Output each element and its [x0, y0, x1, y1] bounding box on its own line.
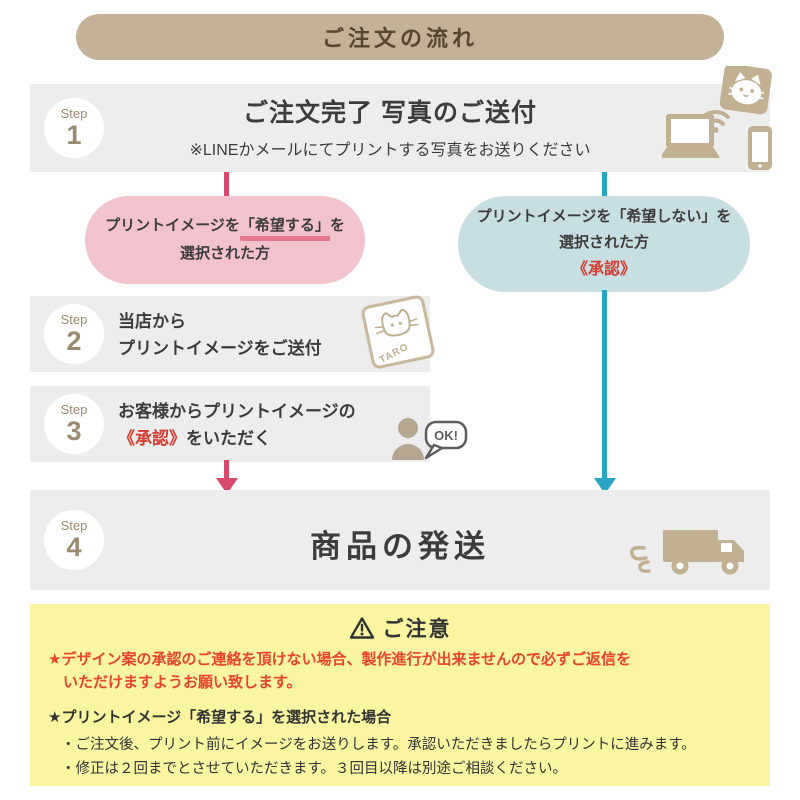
step3-line1: お客様からプリントイメージの	[118, 402, 356, 421]
ok-speech-bubble-icon: OK!	[424, 420, 468, 460]
step3-number: 3	[66, 415, 82, 446]
caution-red-line2: いただけますようお願い致します。	[63, 674, 302, 692]
step2-text: 当店から プリントイメージをご送付	[118, 308, 322, 362]
step4-box	[30, 490, 770, 590]
caution-case-block: ★プリントイメージ「希望する」を選択された場合 ・ご注文後、プリント前にイメージ…	[48, 705, 754, 782]
branch-right-line1: プリントイメージを「希望しない」を	[476, 207, 732, 225]
devices-icon	[662, 66, 772, 170]
step3-line2: 《承認》をいただく	[118, 425, 356, 452]
branch-right-line2: 選択された方	[558, 234, 649, 251]
caution-title: ご注意	[382, 618, 452, 641]
step1-text: ご注文完了 写真のご送付 ※LINEかメールにてプリントする写真をお送りください	[110, 93, 670, 160]
branch-right-bubble: プリントイメージを「希望しない」を 選択された方 《承認》	[458, 196, 750, 292]
person-icon	[392, 418, 424, 460]
step2-line1: 当店から	[118, 312, 186, 331]
step3-circle: Step 3	[44, 394, 104, 454]
step1-circle: Step 1	[44, 98, 104, 158]
step2-line2: プリントイメージをご送付	[118, 339, 322, 359]
branch-left-bubble: プリントイメージを「希望する」を 選択された方	[85, 196, 365, 284]
caution-red-line1: ★デザイン案の承認のご連絡を頂けない場合、製作進行が出来ませんので必ずご返信を	[48, 651, 632, 668]
cat-face-icon	[374, 308, 419, 337]
step3-line2-rest: をいただく	[186, 429, 271, 449]
flow-line-red-top	[224, 172, 229, 198]
step1-title: ご注文完了 写真のご送付	[243, 99, 537, 127]
step3-text: お客様からプリントイメージの 《承認》をいただく	[118, 398, 356, 452]
branch-left-line1-post: を	[329, 217, 345, 234]
ok-bubble-label: OK!	[434, 428, 458, 443]
page-title-pill: ご注文の流れ	[76, 14, 724, 60]
branch-left-line2: 選択された方	[179, 244, 270, 262]
step1-box	[30, 84, 770, 172]
step4-number: 4	[66, 531, 82, 562]
step2-circle: Step 2	[44, 304, 104, 364]
laptop-icon	[662, 114, 720, 158]
step4-title: 商品の発送	[310, 529, 490, 564]
step4-circle: Step 4	[44, 510, 104, 570]
step1-number: 1	[66, 119, 82, 150]
step2-number: 2	[66, 325, 82, 356]
flow-line-blue-top	[602, 172, 607, 198]
step4-label: Step	[60, 517, 88, 533]
caution-box	[30, 604, 770, 786]
step2-label: Step	[60, 311, 88, 327]
page-title: ご注文の流れ	[321, 26, 478, 51]
phone-icon	[748, 126, 772, 170]
customer-ok-icon: OK!	[392, 418, 468, 460]
delivery-truck-icon	[630, 530, 744, 575]
flow-line-blue-bottom	[602, 290, 607, 480]
caution-red-text: ★デザイン案の承認のご連絡を頂けない場合、製作進行が出来ませんので必ずご返信を …	[48, 648, 748, 695]
flow-line-red-bottom	[224, 460, 229, 480]
branch-right-approval: 《承認》	[571, 261, 636, 279]
step1-subtitle: ※LINEかメールにてプリントする写真をお送りください	[189, 142, 591, 159]
branch-left-highlight: 「希望する」	[239, 217, 330, 241]
caution-case-title: ★プリントイメージ「希望する」を選択された場合	[48, 709, 392, 726]
warning-icon	[349, 617, 374, 639]
print-image-card-icon: TARO	[360, 294, 436, 370]
step1-label: Step	[60, 105, 88, 121]
step3-label: Step	[60, 401, 88, 417]
caution-header: ご注意	[30, 613, 770, 643]
step3-approval: 《承認》	[118, 429, 186, 449]
branch-left-line1-pre: プリントイメージを	[105, 217, 240, 234]
caution-bullet-2: ・修正は２回までとさせていただきます。３回目以降は別途ご相談ください。	[61, 761, 568, 778]
photo-cat-icon	[719, 66, 772, 115]
caution-bullet-1: ・ご注文後、プリント前にイメージをお送りします。承認いただきましたらプリントに進…	[61, 736, 696, 753]
speed-lines-icon	[630, 545, 651, 573]
branch-left-line1: プリントイメージを「希望する」を	[105, 213, 345, 241]
